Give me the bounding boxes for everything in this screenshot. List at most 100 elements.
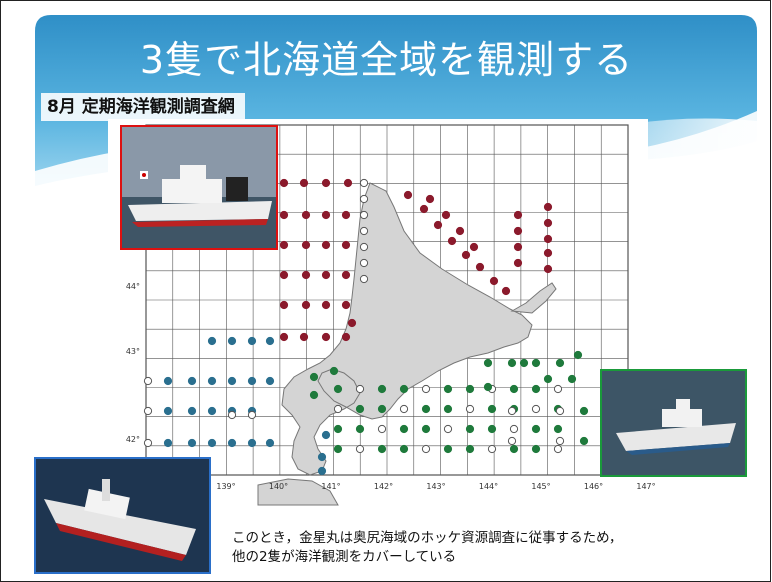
station-dot [543, 374, 553, 384]
station-dot [455, 226, 465, 236]
station-dot [359, 258, 369, 268]
station-dot [207, 336, 217, 346]
station-dot [247, 376, 257, 386]
station-dot [359, 274, 369, 284]
station-dot [465, 424, 475, 434]
lon-label: 144° [479, 482, 498, 491]
station-dot [507, 406, 517, 416]
station-dot [279, 178, 289, 188]
station-dot [321, 300, 331, 310]
station-dot [309, 372, 319, 382]
station-dot [555, 358, 565, 368]
station-dot [333, 404, 343, 414]
station-dot [341, 300, 351, 310]
station-dot [341, 210, 351, 220]
lat-label: 42° [126, 435, 140, 444]
station-dot [519, 358, 529, 368]
station-dot [421, 424, 431, 434]
station-dot [555, 406, 565, 416]
station-dot [447, 236, 457, 246]
station-dot [343, 178, 353, 188]
station-dot [227, 336, 237, 346]
station-dot [543, 264, 553, 274]
station-dot [321, 430, 331, 440]
station-dot [207, 406, 217, 416]
station-dot [487, 404, 497, 414]
station-dot [299, 332, 309, 342]
ship-photo-right [600, 369, 747, 477]
slide-title: 3隻で北海道全域を観測する [139, 38, 634, 82]
station-dot [359, 226, 369, 236]
station-dot [279, 300, 289, 310]
station-dot [377, 424, 387, 434]
station-dot [187, 406, 197, 416]
station-dot [553, 444, 563, 454]
station-dot [143, 376, 153, 386]
station-dot [265, 376, 275, 386]
station-dot [321, 240, 331, 250]
lon-label: 146° [584, 482, 603, 491]
station-dot [403, 190, 413, 200]
station-dot [443, 404, 453, 414]
station-dot [333, 424, 343, 434]
station-dot [543, 248, 553, 258]
station-dot [143, 406, 153, 416]
station-dot [507, 358, 517, 368]
station-dot [531, 384, 541, 394]
station-dot [227, 438, 237, 448]
station-dot [443, 444, 453, 454]
station-dot [355, 424, 365, 434]
station-dot [321, 270, 331, 280]
station-dot [359, 210, 369, 220]
station-dot [187, 438, 197, 448]
station-dot [461, 250, 471, 260]
caption: このとき，金星丸は奥尻海域のホッケ資源調査に従事するため， 他の2隻が海洋観測を… [232, 529, 622, 567]
station-dot [187, 376, 197, 386]
station-dot [341, 240, 351, 250]
station-dot [227, 376, 237, 386]
station-dot [163, 438, 173, 448]
station-dot [359, 242, 369, 252]
station-dot [421, 404, 431, 414]
station-dot [399, 404, 409, 414]
station-dot [531, 358, 541, 368]
station-dot [483, 358, 493, 368]
station-dot [163, 406, 173, 416]
hokkaido-land [281, 182, 533, 476]
station-dot [543, 218, 553, 228]
station-dot [489, 276, 499, 286]
station-dot [321, 210, 331, 220]
station-dot [573, 350, 583, 360]
station-dot [579, 406, 589, 416]
station-dot [355, 384, 365, 394]
tsugaru-land [257, 478, 339, 506]
caption-line-1: このとき，金星丸は奥尻海域のホッケ資源調査に従事するため， [232, 530, 623, 546]
station-dot [377, 404, 387, 414]
station-dot [207, 438, 217, 448]
lon-label: 141° [321, 482, 340, 491]
station-dot [507, 436, 517, 446]
station-dot [441, 210, 451, 220]
station-dot [419, 204, 429, 214]
station-dot [355, 444, 365, 454]
station-dot [301, 270, 311, 280]
station-dot [247, 336, 257, 346]
station-dot [301, 300, 311, 310]
station-dot [465, 444, 475, 454]
station-dot [279, 270, 289, 280]
station-dot [399, 384, 409, 394]
station-dot [317, 466, 327, 476]
station-dot [567, 374, 577, 384]
kunashiri-land [510, 282, 557, 314]
station-dot [321, 178, 331, 188]
station-dot [309, 390, 319, 400]
station-dot [509, 384, 519, 394]
station-dot [333, 444, 343, 454]
station-dot [279, 332, 289, 342]
lon-label: 147° [636, 482, 655, 491]
lon-label: 140° [269, 482, 288, 491]
station-dot [359, 178, 369, 188]
ship-photo-top [120, 125, 278, 250]
station-dot [501, 286, 511, 296]
station-dot [425, 194, 435, 204]
